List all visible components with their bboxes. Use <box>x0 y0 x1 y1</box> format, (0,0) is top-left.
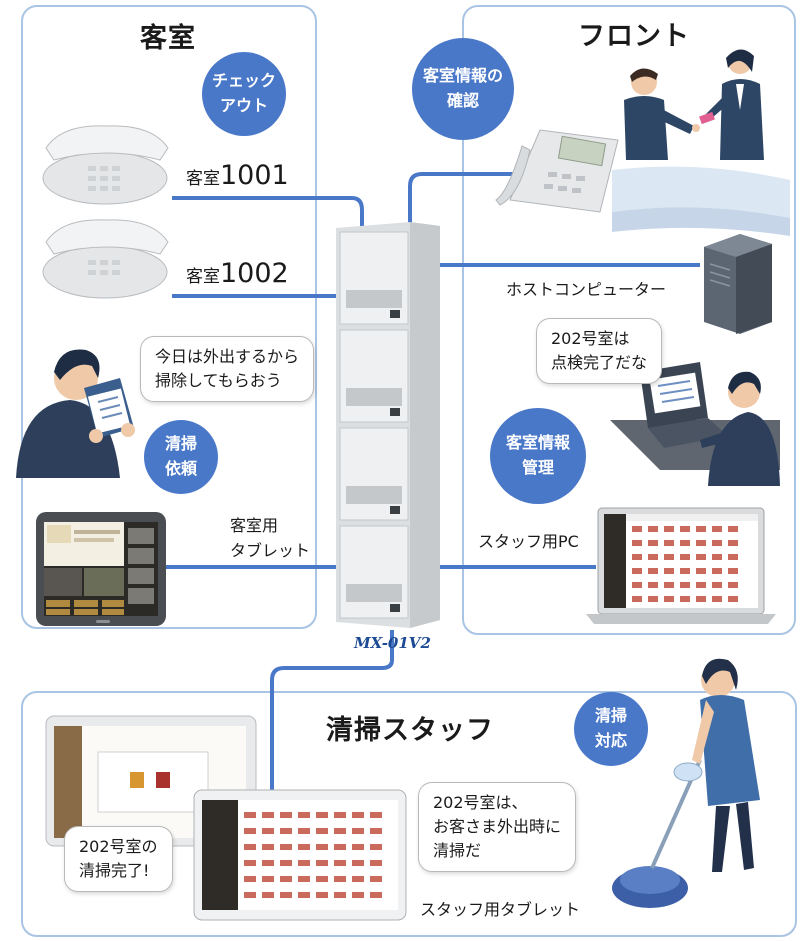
line-room-1001 <box>172 196 364 230</box>
cleaning-done-speech-bubble: 202号室の清掃完了! <box>64 826 173 892</box>
front-title: フロント <box>578 21 690 52</box>
line-staff-tablet <box>270 630 394 800</box>
host-computer-label: ホストコンピューター <box>506 280 667 299</box>
model-name-label: MX-01V2 <box>354 634 431 652</box>
checkout-circle: チェックアウト <box>202 52 286 136</box>
room-1001-label: 客室1001 <box>186 160 289 191</box>
room-tablet-label: 客室用タブレット <box>230 516 311 560</box>
connection-lines <box>164 172 700 800</box>
phone-icon-1002 <box>42 219 169 299</box>
staff-tablet-device-right <box>193 789 407 921</box>
staff-pc-grid <box>632 526 738 602</box>
room-1002-label: 客室1002 <box>186 258 289 289</box>
pc-speech-bubble: 202号室は点検完了だな <box>536 318 663 384</box>
staff-tablet-label: スタッフ用タブレット <box>420 900 581 919</box>
staff-laptop-scene <box>610 362 780 486</box>
customer-figure <box>624 68 700 160</box>
cleaning-staff-title: 清掃スタッフ <box>326 715 494 746</box>
line-front-phone <box>408 172 520 225</box>
front-desk-scene <box>612 49 790 236</box>
guest-speech-bubble: 今日は外出するから掃除してもらおう <box>140 336 315 402</box>
cleaning-staff-figure <box>612 658 760 908</box>
room-info-manage-circle: 客室情報管理 <box>490 408 586 504</box>
phone-icon-1001 <box>42 125 169 205</box>
room-tablet-device <box>36 512 166 626</box>
confirm-room-info-circle: 客室情報の確認 <box>412 38 514 140</box>
staff-tablet-speech-bubble: 202号室は、お客さま外出時に清掃だ <box>418 782 577 872</box>
cleaning-response-circle: 清掃対応 <box>574 692 648 766</box>
mx-cabinet <box>336 222 440 628</box>
receptionist-figure <box>699 49 764 160</box>
cleaning-request-circle: 清掃依頼 <box>144 420 218 494</box>
staff-pc-label: スタッフ用PC <box>478 532 579 551</box>
guest-room-title: 客室 <box>140 23 196 54</box>
front-phone-icon <box>495 129 619 213</box>
staff-pc-device <box>586 507 776 624</box>
guest-figure <box>16 349 135 478</box>
host-computer-icon <box>704 234 772 334</box>
